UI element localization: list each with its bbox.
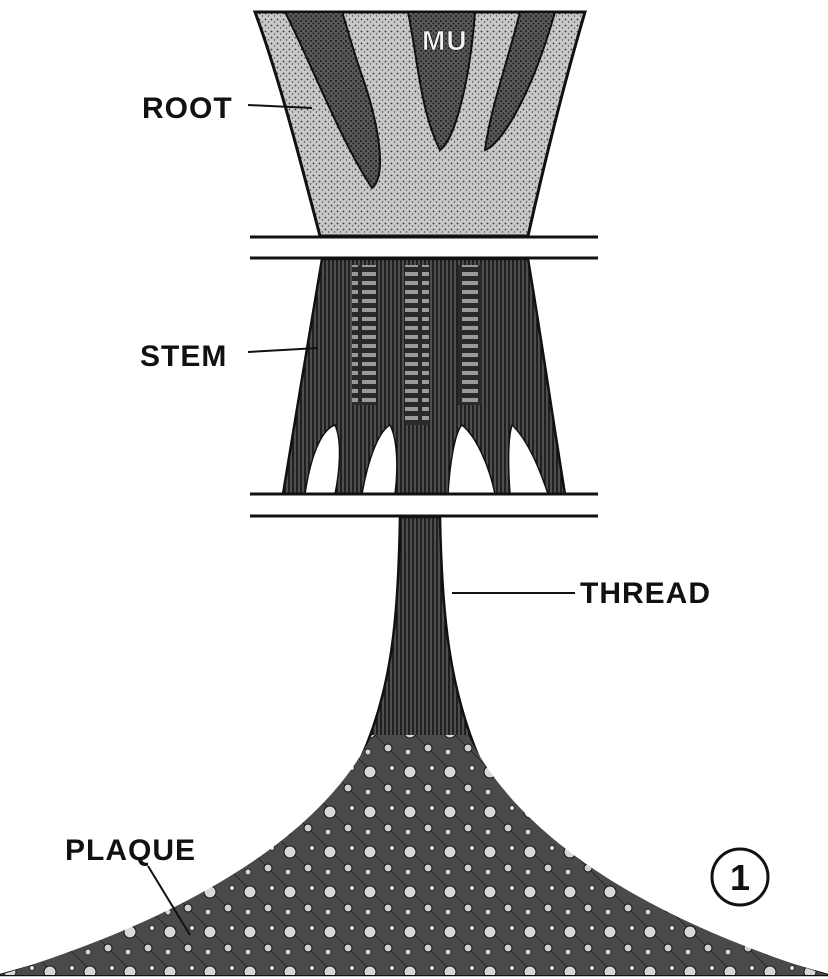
- stem-section: [283, 259, 565, 494]
- upper-section-break: [250, 237, 598, 258]
- figure-number: 1: [730, 857, 750, 898]
- label-stem: STEM: [140, 340, 227, 373]
- label-root: ROOT: [142, 92, 233, 125]
- figure-number-badge: 1: [712, 849, 768, 905]
- label-thread: THREAD: [580, 577, 711, 610]
- stem-striation-2: [405, 265, 429, 425]
- label-plaque: PLAQUE: [65, 834, 196, 867]
- label-mu: MU: [422, 25, 468, 56]
- stem-striation-1: [352, 265, 376, 405]
- stem-striation-3: [458, 265, 482, 405]
- lower-section-break: [250, 494, 598, 516]
- root-section: [255, 12, 585, 236]
